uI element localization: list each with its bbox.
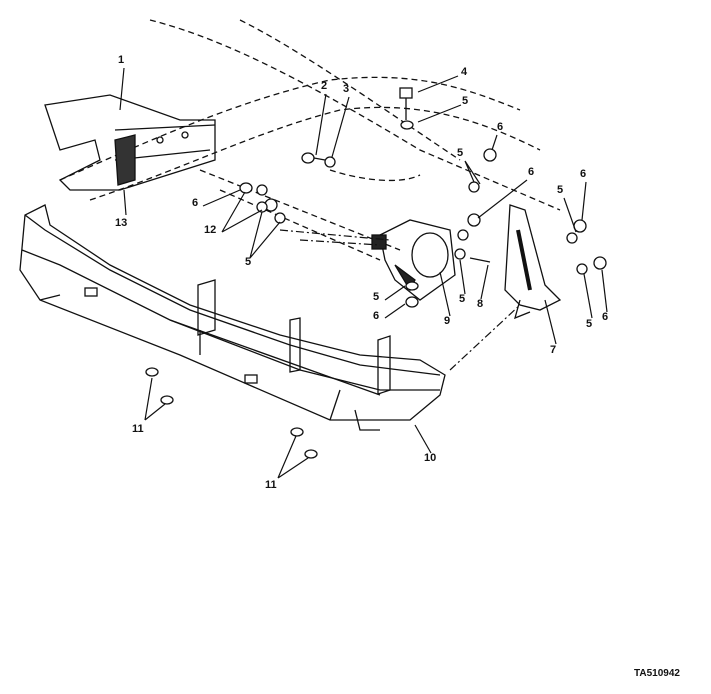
callout-6: 6 — [528, 166, 535, 178]
callout-5: 5 — [457, 147, 464, 159]
callout-5: 5 — [462, 95, 469, 107]
fasteners — [145, 87, 607, 459]
callout-7: 7 — [550, 344, 557, 356]
callout-5: 5 — [459, 293, 466, 305]
callout-6: 6 — [580, 168, 587, 180]
bumper-brackets — [169, 279, 391, 396]
callout-5: 5 — [586, 318, 593, 330]
callout-11: 11 — [265, 479, 277, 491]
callout-8: 8 — [477, 298, 484, 310]
callout-2: 2 — [321, 80, 328, 92]
frame-rail-bracket — [44, 94, 216, 191]
callout-6: 6 — [192, 197, 199, 209]
callout-6: 6 — [602, 311, 609, 323]
callout-5: 5 — [245, 256, 252, 268]
leader-lines — [119, 67, 608, 479]
callout-13: 13 — [115, 217, 128, 229]
figure-id: TA510942 — [634, 668, 680, 679]
callout-1: 1 — [118, 54, 125, 66]
right-mounting-bracket — [504, 204, 562, 320]
callout-6: 6 — [373, 310, 380, 322]
callout-5: 5 — [557, 184, 564, 196]
callout-6: 6 — [497, 121, 504, 133]
callout-5: 5 — [373, 291, 380, 303]
callout-11: 11 — [132, 423, 144, 435]
callout-4: 4 — [461, 66, 468, 78]
callout-12: 12 — [204, 224, 217, 236]
callout-10: 10 — [424, 452, 437, 464]
vehicle-frame-phantom — [59, 19, 561, 261]
rear-bumper — [19, 204, 446, 431]
callout-9: 9 — [444, 315, 451, 327]
callout-3: 3 — [343, 83, 350, 95]
